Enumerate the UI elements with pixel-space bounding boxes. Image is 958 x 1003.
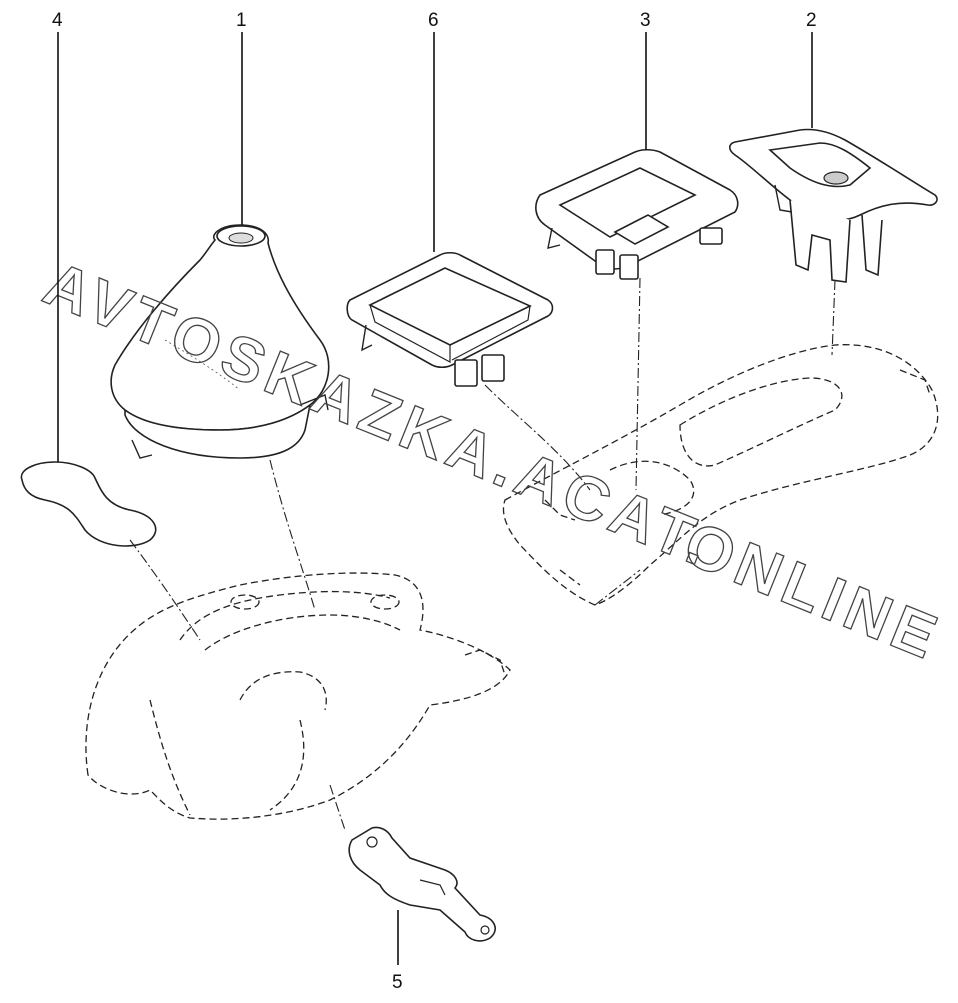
rear-bezel (728, 128, 938, 283)
mounting-bracket (348, 826, 496, 942)
callout-1: 1 (236, 10, 247, 31)
callout-5: 5 (392, 972, 403, 993)
assembly-guides (129, 277, 836, 831)
rubber-mat (20, 461, 157, 547)
shift-boot (110, 224, 330, 459)
callout-2: 2 (806, 10, 817, 31)
callout-4: 4 (52, 10, 63, 31)
switch-bezel (535, 148, 739, 280)
lower-console-body (85, 572, 511, 820)
storage-tray (346, 251, 554, 387)
upper-console-body (502, 344, 939, 606)
watermark-line-2: ONLINE (675, 509, 951, 674)
callouts: 4 1 6 3 2 5 (52, 10, 817, 993)
callout-3: 3 (640, 10, 651, 31)
callout-6: 6 (428, 10, 439, 31)
